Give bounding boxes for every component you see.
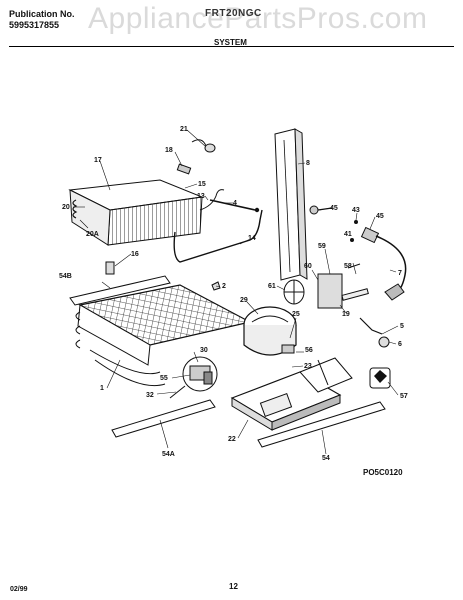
capillary-tube bbox=[173, 199, 263, 263]
callout-16: 16 bbox=[131, 251, 139, 258]
callout-2: 2 bbox=[222, 283, 226, 290]
callout-1: 1 bbox=[100, 385, 104, 392]
callout-45-lower: 45 bbox=[376, 213, 384, 220]
callout-17: 17 bbox=[94, 157, 102, 164]
callout-22: 22 bbox=[228, 436, 236, 443]
callout-8: 8 bbox=[306, 160, 310, 167]
callout-54: 54 bbox=[322, 455, 330, 462]
callout-59: 59 bbox=[318, 243, 326, 250]
callout-54a: 54A bbox=[162, 451, 175, 458]
callout-56: 56 bbox=[305, 347, 313, 354]
callout-4: 4 bbox=[233, 200, 237, 207]
compressor bbox=[243, 306, 297, 356]
power-cord bbox=[350, 220, 407, 301]
page-number: 12 bbox=[229, 582, 238, 591]
callout-43: 43 bbox=[352, 207, 360, 214]
callout-55: 55 bbox=[160, 375, 168, 382]
callout-60: 60 bbox=[304, 263, 312, 270]
callout-30: 30 bbox=[200, 347, 208, 354]
callout-13: 13 bbox=[197, 193, 205, 200]
relay-overload bbox=[169, 356, 218, 399]
condenser-coil bbox=[68, 179, 225, 246]
callout-32: 32 bbox=[146, 392, 154, 399]
callout-labels: 21 18 17 15 13 4 20 20A 14 16 8 45 43 45… bbox=[59, 126, 408, 462]
callout-54b: 54B bbox=[59, 273, 72, 280]
support-brace-54 bbox=[257, 401, 386, 448]
evaporator-grid bbox=[75, 284, 252, 387]
header-rule bbox=[9, 46, 454, 47]
publication-block: Publication No. 5995317855 bbox=[9, 9, 75, 31]
callout-21: 21 bbox=[180, 126, 188, 133]
section-title: SYSTEM bbox=[214, 38, 247, 47]
publication-number: 5995317855 bbox=[9, 20, 60, 30]
callout-45-upper: 45 bbox=[330, 205, 338, 212]
footer-date: 02/99 bbox=[10, 586, 28, 593]
callout-18: 18 bbox=[165, 147, 173, 154]
leader-lines bbox=[73, 129, 399, 455]
publication-label: Publication No. bbox=[9, 9, 75, 19]
fan-motor-assembly bbox=[283, 263, 369, 309]
callout-61: 61 bbox=[268, 283, 276, 290]
support-brace-54b bbox=[69, 275, 171, 306]
callout-29: 29 bbox=[240, 297, 248, 304]
vertical-channel bbox=[274, 128, 308, 281]
support-brace-54a bbox=[111, 399, 216, 438]
callout-15: 15 bbox=[198, 181, 206, 188]
callout-20a: 20A bbox=[86, 231, 99, 238]
grommet bbox=[369, 367, 391, 389]
drain-pan bbox=[299, 357, 353, 393]
callout-6: 6 bbox=[398, 341, 402, 348]
callout-19: 19 bbox=[342, 311, 350, 318]
callout-58: 58 bbox=[344, 263, 352, 270]
callout-25: 25 bbox=[292, 311, 300, 318]
callout-23: 23 bbox=[304, 363, 312, 370]
callout-41: 41 bbox=[344, 231, 352, 238]
model-number: FRT20NGC bbox=[205, 8, 262, 19]
small-clips bbox=[105, 139, 221, 291]
callout-5: 5 bbox=[400, 323, 404, 330]
callout-20: 20 bbox=[62, 204, 70, 211]
callout-14: 14 bbox=[248, 235, 256, 242]
callout-57: 57 bbox=[400, 393, 408, 400]
drawing-code: PO5C0120 bbox=[363, 468, 403, 477]
callout-7: 7 bbox=[398, 270, 402, 277]
